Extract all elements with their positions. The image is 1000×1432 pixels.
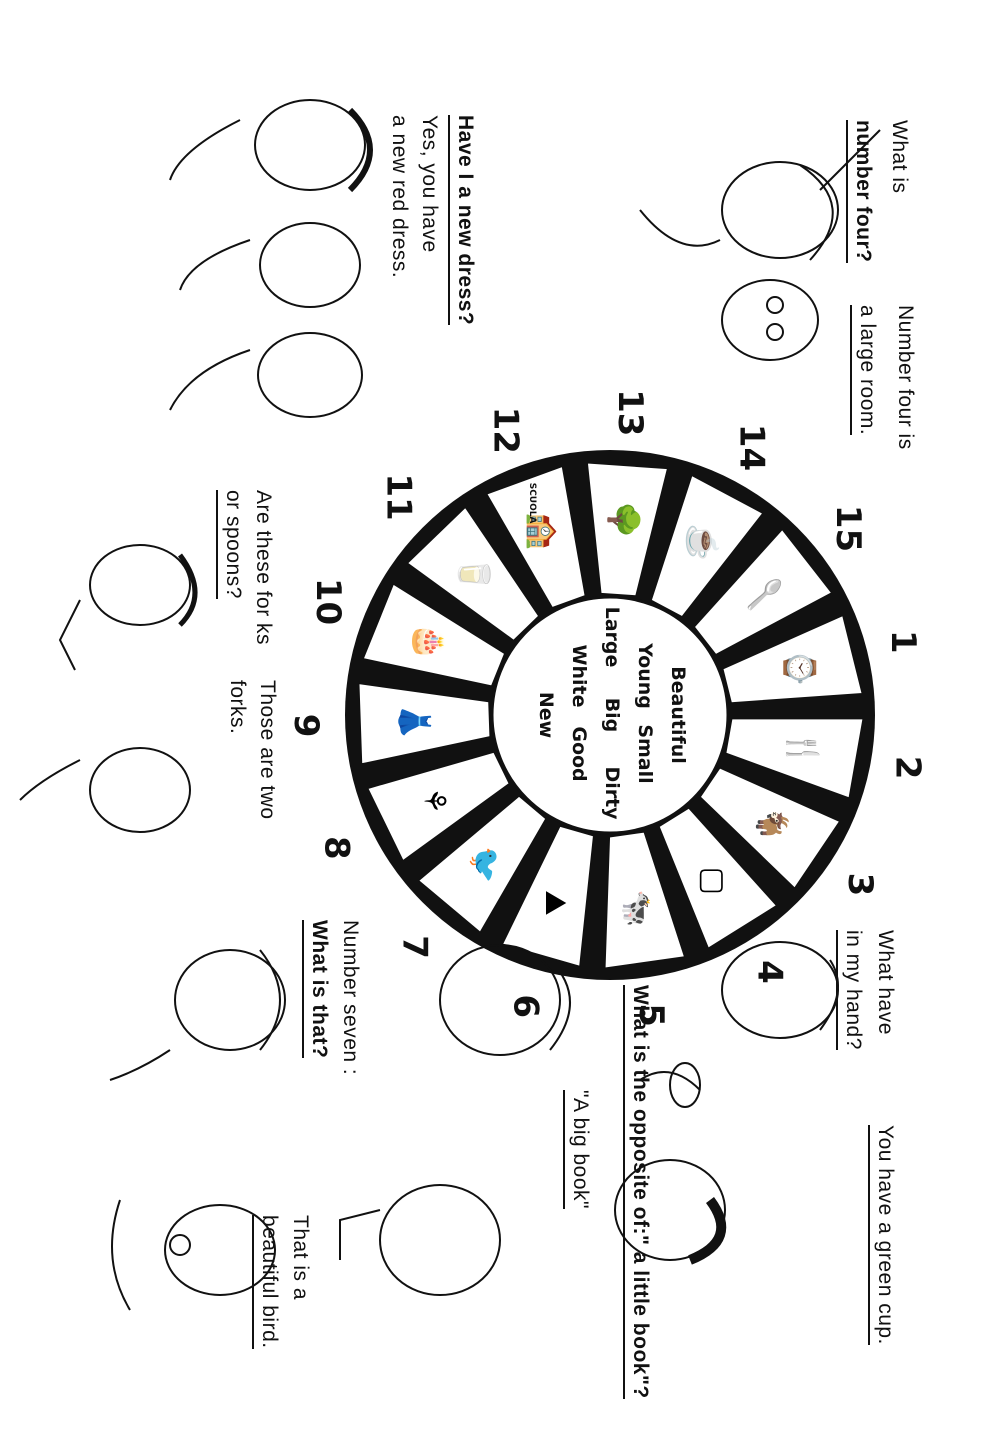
wheel-picture-panel [699, 767, 841, 889]
school-sign: SCUOLA [527, 483, 537, 524]
watch-icon: ⌚ [783, 649, 818, 686]
wheel-picture-panel [417, 795, 547, 933]
question-opposite: What is the opposite of:" a little book"… [623, 985, 655, 1399]
goats-icon: 🐐 [755, 806, 790, 843]
wheel-picture-panel [406, 506, 540, 641]
wheel-number: 14 [731, 424, 771, 471]
question-forks-line2: or spoons? [216, 490, 248, 599]
wheel-number: 10 [308, 578, 348, 625]
dress-icon: 👗 [398, 703, 433, 740]
fork-icon: 🍴 [785, 730, 821, 767]
wheel-picture-panel [604, 831, 686, 969]
answer-number-four-line2: a large room. [850, 305, 882, 436]
illustration-girl-cup [614, 941, 839, 1265]
wheel-number: 15 [828, 505, 868, 552]
answer-seven-line2: beautiful bird. [252, 1215, 284, 1349]
answer-new-dress-line2: a new red dress. [388, 115, 411, 279]
illustration-children [169, 99, 373, 418]
wheel-number: 2 [887, 756, 927, 780]
answer-opposite: "A big book" [563, 1090, 595, 1209]
question-hand-line2: in my hand? [836, 930, 868, 1050]
question-number-four-line2: number four? [846, 120, 878, 263]
spoon-icon: 🥄 [747, 576, 784, 613]
wheel-picture-panel [358, 683, 491, 765]
illustration-book-faces [339, 944, 571, 1296]
wheel-number: 5 [631, 1003, 671, 1027]
illustration-man-pointing [639, 129, 881, 361]
wheel-picture-panel [725, 718, 864, 799]
question-forks-line1: Are these for ks [252, 490, 275, 646]
wheel-number: 1 [883, 630, 923, 654]
wheel-picture-panel [658, 807, 778, 949]
adjective-word: White [568, 645, 590, 708]
wheel-picture-panel [693, 528, 833, 656]
question-seven-line2: What is that? [302, 920, 334, 1059]
question-number-four-line1: What is [888, 120, 911, 194]
answer-forks-line1: Those are two [256, 680, 279, 820]
answer-new-dress-line1: Yes, you have [418, 115, 441, 253]
landscape-icon: ⛰ [539, 890, 572, 915]
tree-icon: 🌳 [607, 501, 643, 538]
wheel-picture-panel [586, 462, 669, 597]
cake-icon: 🎂 [411, 623, 448, 660]
adjective-word: Small [634, 724, 656, 783]
wheel-number: 7 [394, 935, 434, 959]
cow-icon: 🐄 [620, 890, 653, 927]
table-icon: ⚘ [417, 787, 450, 814]
wheel-number: 4 [750, 960, 790, 984]
wheel-picture-panel [486, 465, 586, 609]
question-seven-line1: Number seven : [339, 920, 362, 1076]
wheel-picture-panel [367, 751, 510, 862]
answer-hand: You have a green cup. [868, 1125, 900, 1345]
adjective-word: Big [601, 698, 623, 733]
answer-seven-line1: That is a [289, 1215, 312, 1301]
wheel-number: 11 [379, 473, 419, 520]
wheel-number: 6 [505, 994, 545, 1018]
wheel-picture-panel [722, 614, 863, 704]
glass-icon: 🥛 [457, 556, 492, 593]
adjective-word: Good [568, 726, 590, 781]
wheel-number: 13 [610, 389, 650, 436]
wheel-number: 8 [317, 836, 357, 860]
wheel-number: 3 [840, 873, 880, 897]
adjective-word: New [535, 692, 557, 738]
cup-icon: ☕ [685, 524, 721, 561]
wheel-number: 12 [485, 407, 525, 454]
question-new-dress: Have I a new dress? [448, 115, 480, 326]
wheel-picture-panel [362, 583, 506, 687]
school-icon: 🏫 [526, 513, 559, 550]
bird-icon: 🐦 [467, 846, 500, 883]
wheel-number: 9 [286, 714, 326, 738]
room-icon: ▢ [697, 867, 730, 895]
adjective-word: Beautiful [667, 666, 689, 764]
question-hand-line1: What have [874, 930, 897, 1035]
adjective-word: Large [601, 607, 623, 668]
wheel-picture-panel [650, 474, 764, 618]
answer-number-four-line1: Number four is [894, 305, 917, 450]
adjective-word: Young [634, 642, 656, 709]
illustration-sailor-woman [109, 949, 286, 1311]
answer-forks-line2: forks. [226, 680, 249, 735]
illustration-boy-forks [19, 544, 198, 833]
adjective-word: Dirty [601, 766, 623, 820]
wheel-center [490, 595, 730, 835]
